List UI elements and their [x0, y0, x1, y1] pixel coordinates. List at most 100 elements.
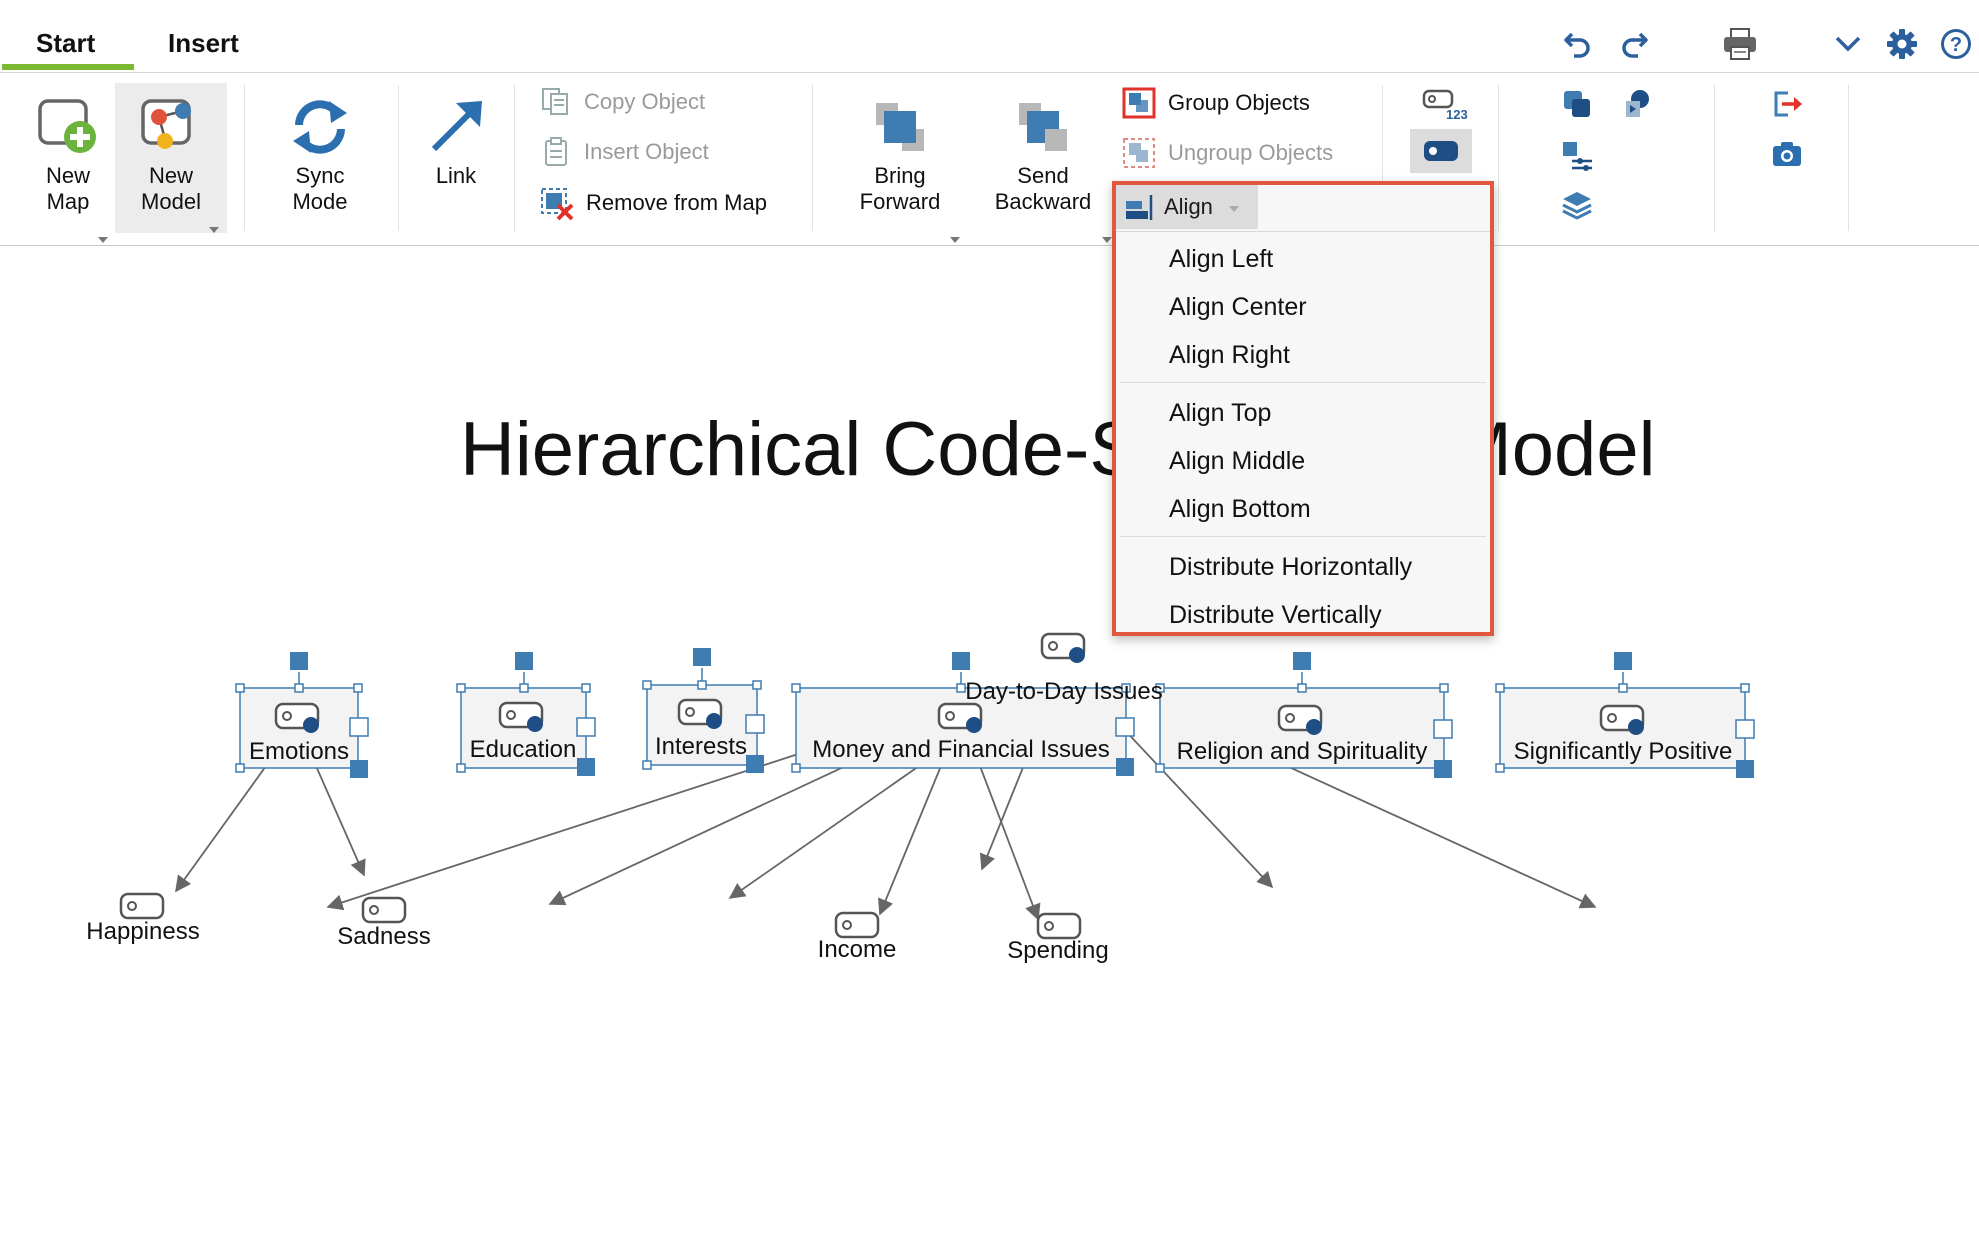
new-map-label-2: Map	[46, 189, 90, 214]
rotate-handle[interactable]	[952, 652, 970, 670]
node-label-positive[interactable]: Significantly Positive	[1513, 738, 1733, 765]
resize-handle[interactable]	[1434, 760, 1452, 778]
copy-object-label: Copy Object	[584, 89, 706, 114]
help-icon[interactable]: ?	[1936, 24, 1976, 64]
menu-item-align-center[interactable]: Align Center	[1169, 293, 1307, 321]
ribbon-tab-bar: Start Insert ?	[0, 0, 1979, 73]
menu-item-align-right[interactable]: Align Right	[1169, 341, 1290, 369]
node-label-emotions[interactable]: Emotions	[248, 738, 350, 765]
map-canvas[interactable]: Hierarchical Code-Subcodes Model	[0, 246, 1979, 1248]
bring-forward-button[interactable]: Bring Forward	[840, 97, 960, 243]
link-arrow-icon	[431, 101, 482, 152]
code-toggle-icon	[1424, 141, 1458, 161]
node-label-root[interactable]: Day-to-Day Issues	[965, 678, 1163, 705]
rotate-handle[interactable]	[1293, 652, 1311, 670]
dropdown-arrow-icon	[950, 237, 960, 243]
align-button[interactable]: Align	[1116, 185, 1258, 229]
sync-mode-label-1: Sync	[295, 163, 345, 188]
code-count-badge: 123	[1446, 107, 1468, 122]
spending-code-icon	[1036, 912, 1082, 940]
node-label-sadness[interactable]: Sadness	[337, 923, 431, 950]
resize-handle[interactable]	[1116, 758, 1134, 776]
root-code-icon	[1040, 632, 1087, 665]
sync-mode-button[interactable]: Sync Mode	[270, 97, 370, 215]
send-backward-button[interactable]: Send Backward	[978, 97, 1112, 243]
copy-object-button[interactable]: Copy Object	[540, 87, 705, 117]
rotate-handle[interactable]	[515, 652, 533, 670]
undo-icon[interactable]	[1558, 24, 1598, 64]
send-backward-icon	[1019, 103, 1067, 151]
edge-money-spending	[979, 765, 1041, 921]
resize-handle[interactable]	[746, 755, 764, 773]
node-label-religion[interactable]: Religion and Spirituality	[1176, 738, 1428, 765]
edge-emotions-sadness	[315, 765, 366, 877]
menu-item-distribute-horizontally[interactable]: Distribute Horizontally	[1169, 553, 1413, 581]
resize-handle[interactable]	[577, 758, 595, 776]
export-model-icon[interactable]	[1620, 87, 1654, 126]
redo-icon[interactable]	[1614, 24, 1654, 64]
group-objects-button[interactable]: Group Objects	[1122, 87, 1310, 119]
duplicate-icon[interactable]	[1560, 87, 1594, 126]
money-code-icon	[937, 702, 984, 735]
religion-code-icon	[1277, 704, 1324, 737]
gear-icon[interactable]	[1882, 24, 1922, 64]
group-objects-label: Group Objects	[1168, 90, 1310, 115]
bring-forward-label-1: Bring	[874, 163, 926, 188]
send-backward-label-2: Backward	[994, 189, 1092, 214]
new-map-button[interactable]: New Map	[20, 97, 116, 243]
dropdown-arrow-icon	[1228, 206, 1239, 212]
remove-from-map-icon	[541, 188, 574, 221]
print-icon[interactable]	[1720, 24, 1760, 64]
menu-item-align-middle[interactable]: Align Middle	[1169, 447, 1306, 475]
emotions-code-icon	[274, 702, 321, 735]
insert-object-icon	[545, 137, 567, 166]
format-icon[interactable]	[1560, 139, 1594, 178]
income-code-icon	[834, 911, 880, 939]
tab-insert[interactable]: Insert	[168, 28, 239, 58]
new-model-button[interactable]: New Model	[115, 83, 227, 233]
tab-start[interactable]: Start	[36, 28, 96, 58]
ungroup-objects-button[interactable]: Ungroup Objects	[1122, 137, 1333, 169]
menu-item-align-bottom[interactable]: Align Bottom	[1169, 495, 1311, 523]
edge-money-income	[878, 765, 942, 916]
code-frequency-button[interactable]: 123	[1420, 87, 1468, 123]
dropdown-arrow-icon	[209, 227, 219, 233]
sadness-code-icon	[361, 896, 407, 924]
insert-object-button[interactable]: Insert Object	[540, 137, 709, 167]
node-label-income[interactable]: Income	[817, 936, 897, 963]
copy-object-icon	[542, 88, 568, 115]
node-label-spending[interactable]: Spending	[1007, 937, 1109, 964]
chevron-down-icon[interactable]	[1828, 24, 1868, 64]
dropdown-arrow-icon	[98, 237, 108, 243]
remove-from-map-label: Remove from Map	[586, 190, 767, 215]
rotate-handle[interactable]	[693, 648, 711, 666]
align-icon	[1126, 195, 1153, 220]
camera-icon[interactable]	[1770, 137, 1804, 176]
code-toggle-button[interactable]	[1410, 129, 1472, 173]
resize-handle[interactable]	[1736, 760, 1754, 778]
menu-item-align-top[interactable]: Align Top	[1169, 399, 1272, 427]
rotate-handle[interactable]	[290, 652, 308, 670]
menu-item-align-left[interactable]: Align Left	[1169, 245, 1274, 273]
node-label-interests[interactable]: Interests	[654, 733, 748, 760]
dropdown-arrow-icon	[1102, 237, 1112, 243]
insert-object-label: Insert Object	[584, 139, 709, 164]
layers-icon[interactable]	[1560, 189, 1594, 228]
align-dropdown-menu: Align Align Left Align Center Align Righ…	[1112, 181, 1494, 636]
align-label: Align	[1164, 194, 1213, 219]
happiness-code-icon	[119, 892, 165, 920]
remove-from-map-button[interactable]: Remove from Map	[540, 187, 767, 221]
node-label-education[interactable]: Education	[469, 736, 577, 763]
bring-forward-icon	[876, 103, 924, 151]
new-model-label-2: Model	[141, 189, 201, 214]
edge-root-religion	[1103, 707, 1274, 889]
node-label-money[interactable]: Money and Financial Issues	[812, 736, 1110, 763]
rotate-handle[interactable]	[1614, 652, 1632, 670]
menu-item-distribute-vertically[interactable]: Distribute Vertically	[1169, 601, 1382, 629]
exit-icon[interactable]	[1770, 87, 1804, 126]
node-label-happiness[interactable]: Happiness	[86, 918, 200, 945]
new-map-label-1: New	[45, 163, 90, 188]
sync-icon	[293, 100, 347, 154]
resize-handle[interactable]	[350, 760, 368, 778]
link-button[interactable]: Link	[414, 97, 498, 189]
